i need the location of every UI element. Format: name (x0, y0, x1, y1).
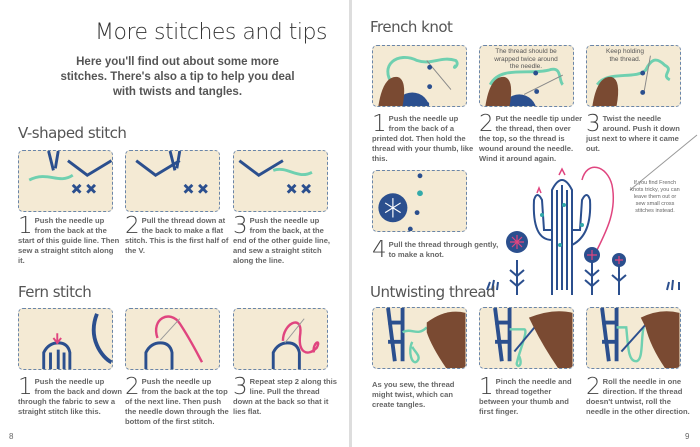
heading-untwisting-thread: Untwisting thread (370, 283, 496, 301)
intro-text: Here you'll find out about some more sti… (60, 56, 295, 98)
illustration-fern-step-1 (18, 308, 113, 370)
heading-fern-stitch: Fern stitch (18, 283, 92, 301)
illustration-untwist-intro (372, 307, 467, 369)
illustration-knot-step-2: The thread should be wrapped twice aroun… (479, 45, 574, 107)
tip-note: If you find French knots tricky, you can… (630, 180, 680, 214)
illustration-knot-step-3: Keep holding the thread. (586, 45, 681, 107)
heading-v-shaped-stitch: V-shaped stitch (18, 124, 127, 142)
right-page: French knot The thread should be wrapped… (352, 0, 700, 447)
left-page: More stitches and tips Here you'll find … (0, 0, 349, 447)
page-gutter (349, 0, 352, 447)
illustration-knot-step-4 (372, 170, 467, 232)
illustration-untwist-step-1 (479, 307, 574, 369)
page-title: More stitches and tips (95, 20, 327, 45)
page-number: 9 (685, 432, 690, 441)
illustration-knot-step-1 (372, 45, 467, 107)
illustration-v-step-2 (125, 150, 220, 212)
heading-french-knot: French knot (370, 18, 453, 36)
illustration-fern-step-3 (233, 308, 328, 370)
illustration-v-step-1 (18, 150, 113, 212)
illustration-v-step-3 (233, 150, 328, 212)
illustration-fern-step-2 (125, 308, 220, 370)
page-number: 8 (9, 432, 14, 441)
callout-wrap: The thread should be wrapped twice aroun… (494, 48, 558, 70)
illustration-untwist-step-2 (586, 307, 681, 369)
callout-hold: Keep holding the thread. (606, 48, 644, 63)
untwist-intro: As you sew, the thread might twist, whic… (372, 380, 455, 409)
cactus-illustration (486, 134, 698, 295)
